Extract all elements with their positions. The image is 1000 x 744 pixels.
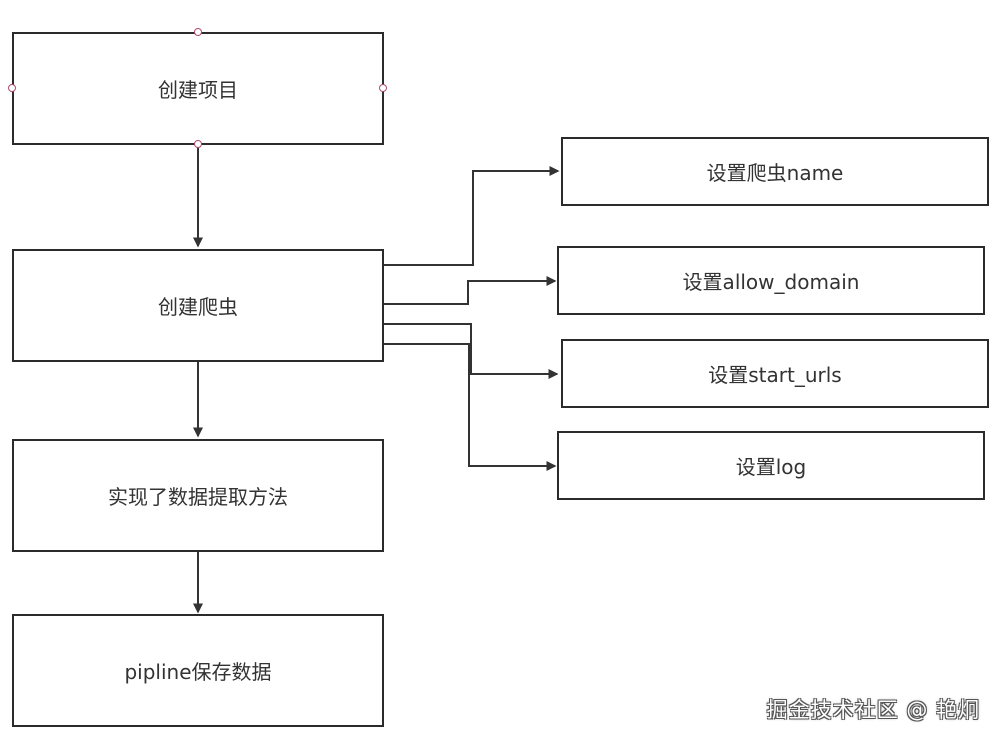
edge-spider-to-name — [383, 166, 560, 266]
edge-spider-to-allow-domain — [383, 276, 557, 305]
connector-point-top — [194, 28, 202, 36]
node-set-start-urls: 设置start_urls — [561, 339, 989, 408]
node-set-log: 设置log — [557, 431, 985, 500]
connector-point-left — [8, 84, 16, 92]
connector-point-bottom — [194, 140, 202, 148]
node-implement-extract-label: 实现了数据提取方法 — [108, 485, 288, 509]
node-implement-extract: 实现了数据提取方法 — [12, 439, 384, 552]
node-pipeline-save: pipline保存数据 — [12, 614, 384, 727]
node-create-spider-label: 创建爬虫 — [158, 295, 238, 319]
node-set-spider-name-label: 设置爬虫name — [706, 161, 844, 185]
watermark: 掘金技术社区 @ 艳炯 — [766, 698, 980, 722]
node-create-project-label: 创建项目 — [158, 78, 238, 102]
node-set-start-urls-label: 设置start_urls — [708, 363, 842, 387]
node-create-spider: 创建爬虫 — [12, 249, 384, 362]
node-pipeline-save-label: pipline保存数据 — [124, 660, 272, 684]
node-set-log-label: 设置log — [735, 455, 807, 479]
node-create-project: 创建项目 — [12, 32, 384, 145]
edge-spider-to-start-urls — [383, 323, 559, 379]
node-set-allow-domain: 设置allow_domain — [557, 246, 985, 315]
connector-point-right — [379, 84, 387, 92]
edge-spider-to-log — [383, 343, 557, 471]
node-set-allow-domain-label: 设置allow_domain — [682, 270, 860, 294]
node-set-spider-name: 设置爬虫name — [561, 137, 989, 206]
